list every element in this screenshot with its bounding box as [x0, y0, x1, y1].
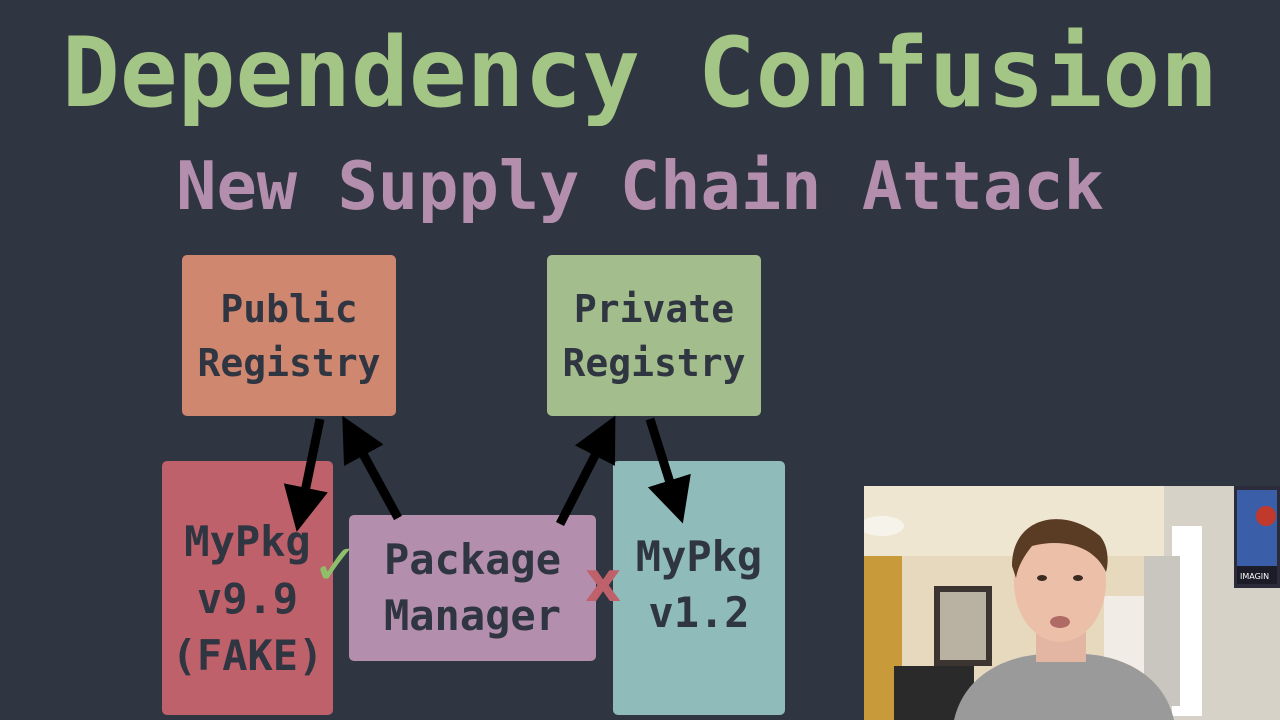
check-mark-icon: ✓ [312, 533, 359, 598]
video-subtitle: New Supply Chain Attack [176, 147, 1104, 225]
x-mark-icon: x [585, 550, 622, 615]
real-package-name: MyPkg [635, 532, 763, 581]
video-title: Dependency Confusion [62, 17, 1218, 129]
package-manager-label-line1: Package [383, 535, 561, 584]
arrow-public-to-fake [283, 418, 328, 532]
poster [1234, 486, 1280, 588]
real-package-box: MyPkg v1.2 [613, 461, 785, 715]
poster-text: IMAGIN [1240, 572, 1269, 581]
fake-package-tag: (FAKE) [171, 630, 324, 680]
public-registry-label-line1: Public [220, 286, 358, 331]
real-package-version: v1.2 [648, 588, 750, 637]
package-manager-label-line2: Manager [383, 591, 561, 640]
private-registry-box: Private Registry [547, 255, 761, 416]
arrow-pm-to-public [342, 415, 402, 521]
webcam-overlay: IMAGIN [864, 486, 1280, 720]
arrow-private-to-real [645, 417, 691, 524]
person [954, 519, 1174, 720]
ceiling-light [864, 516, 904, 536]
public-registry-box: Public Registry [182, 255, 396, 416]
fake-package-version: v9.9 [196, 573, 299, 623]
package-manager-box: Package Manager [349, 515, 596, 661]
webcam-scene: IMAGIN [864, 486, 1280, 720]
public-registry-label-line2: Registry [197, 340, 381, 385]
private-registry-label-line1: Private [573, 286, 735, 331]
private-registry-label-line2: Registry [562, 340, 746, 385]
arrow-pm-to-private [555, 415, 616, 527]
